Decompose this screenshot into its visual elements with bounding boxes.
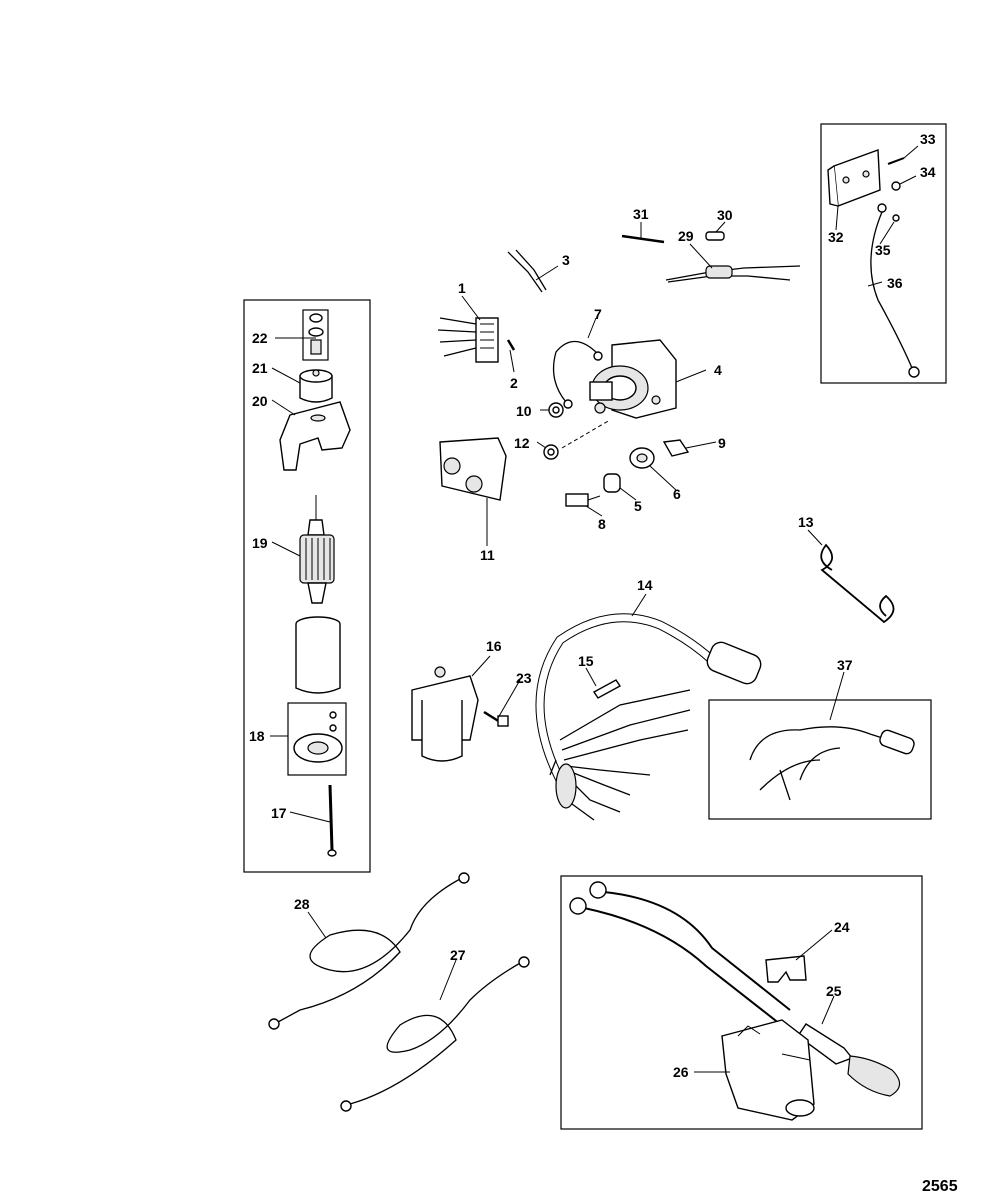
callout-5: 5	[634, 498, 642, 514]
callout-33: 33	[920, 131, 936, 147]
terminal-block-group-box	[820, 123, 947, 384]
part-34-washer	[891, 181, 901, 191]
part-23-screw	[483, 710, 509, 727]
part-27-battery-cable	[340, 956, 530, 1112]
starter-motor-group-box	[243, 299, 371, 873]
callout-31: 31	[633, 206, 649, 222]
part-14-engine-harness	[535, 613, 762, 821]
part-26-cable-holder	[721, 1019, 815, 1121]
starter-housing	[295, 616, 341, 694]
part-21-end-cap	[299, 369, 333, 403]
callout-36: 36	[887, 275, 903, 291]
callout-3: 3	[562, 252, 570, 268]
callout-7: 7	[594, 306, 602, 322]
part-5-sleeve	[603, 473, 621, 493]
part-22-hardware-set	[302, 309, 329, 361]
part-29-fuse-harness	[665, 265, 801, 283]
part-10-nut	[548, 402, 564, 418]
callout-18: 18	[249, 728, 265, 744]
callout-17: 17	[271, 805, 287, 821]
callout-1: 1	[458, 280, 466, 296]
part-9-clip	[662, 439, 690, 457]
part-4-solenoid	[589, 339, 677, 419]
callout-16: 16	[486, 638, 502, 654]
part-13-retainer	[820, 543, 895, 624]
callout-21: 21	[252, 360, 268, 376]
callout-8: 8	[598, 516, 606, 532]
callout-6: 6	[673, 486, 681, 502]
part-31-pin	[621, 234, 665, 244]
part-19-armature	[299, 495, 335, 604]
part-25-battery-cable-set	[569, 881, 901, 1097]
part-2-screw	[506, 339, 516, 351]
diagram-number: 2565	[922, 1178, 958, 1195]
part-15-fuse-holder	[592, 679, 622, 699]
part-33-screw	[887, 157, 905, 165]
part-3-jumper-wire	[507, 249, 547, 293]
part-16-starter-solenoid	[411, 666, 479, 762]
callout-23: 23	[516, 670, 532, 686]
callout-13: 13	[798, 514, 814, 530]
leader-lines	[270, 145, 919, 1073]
harness-group-box	[708, 699, 932, 820]
callout-22: 22	[252, 330, 268, 346]
part-20-bracket	[279, 401, 351, 471]
callout-35: 35	[875, 242, 891, 258]
callout-20: 20	[252, 393, 268, 409]
part-28-battery-cable	[268, 872, 470, 1030]
callout-32: 32	[828, 229, 844, 245]
callout-10: 10	[516, 403, 532, 419]
part-30-fuse	[705, 231, 725, 241]
callout-34: 34	[920, 164, 936, 180]
callout-2: 2	[510, 375, 518, 391]
part-12-nut	[543, 444, 559, 460]
part-36-ground-cable	[870, 203, 920, 378]
part-17-thru-bolt	[327, 784, 337, 857]
callout-4: 4	[714, 362, 722, 378]
part-32-terminal-block	[827, 149, 881, 207]
callout-37: 37	[837, 657, 853, 673]
callout-9: 9	[718, 435, 726, 451]
callout-27: 27	[450, 947, 466, 963]
callout-11: 11	[480, 547, 495, 563]
battery-cable-group-box	[560, 875, 923, 1130]
callout-28: 28	[294, 896, 310, 912]
part-24-plate	[765, 955, 807, 983]
callout-24: 24	[834, 919, 850, 935]
part-6-grommet	[629, 447, 655, 469]
part-35-screw	[892, 214, 900, 222]
callout-14: 14	[637, 577, 653, 593]
callout-26: 26	[673, 1064, 689, 1080]
callout-30: 30	[717, 207, 733, 223]
callout-12: 12	[514, 435, 530, 451]
part-18-end-plate	[287, 702, 347, 776]
callout-19: 19	[252, 535, 268, 551]
part-1-connector-block	[437, 317, 499, 363]
part-8-screw	[565, 493, 601, 507]
callout-15: 15	[578, 653, 594, 669]
callout-25: 25	[826, 983, 842, 999]
part-11-bracket	[439, 437, 507, 501]
callout-29: 29	[678, 228, 694, 244]
part-7-cable	[552, 340, 603, 409]
callout-labels: 1 2 3 4 5 6 7 8 9 10 11 12 13 14 15 16 1…	[249, 131, 936, 1080]
part-37-harness-assembly	[749, 726, 915, 801]
